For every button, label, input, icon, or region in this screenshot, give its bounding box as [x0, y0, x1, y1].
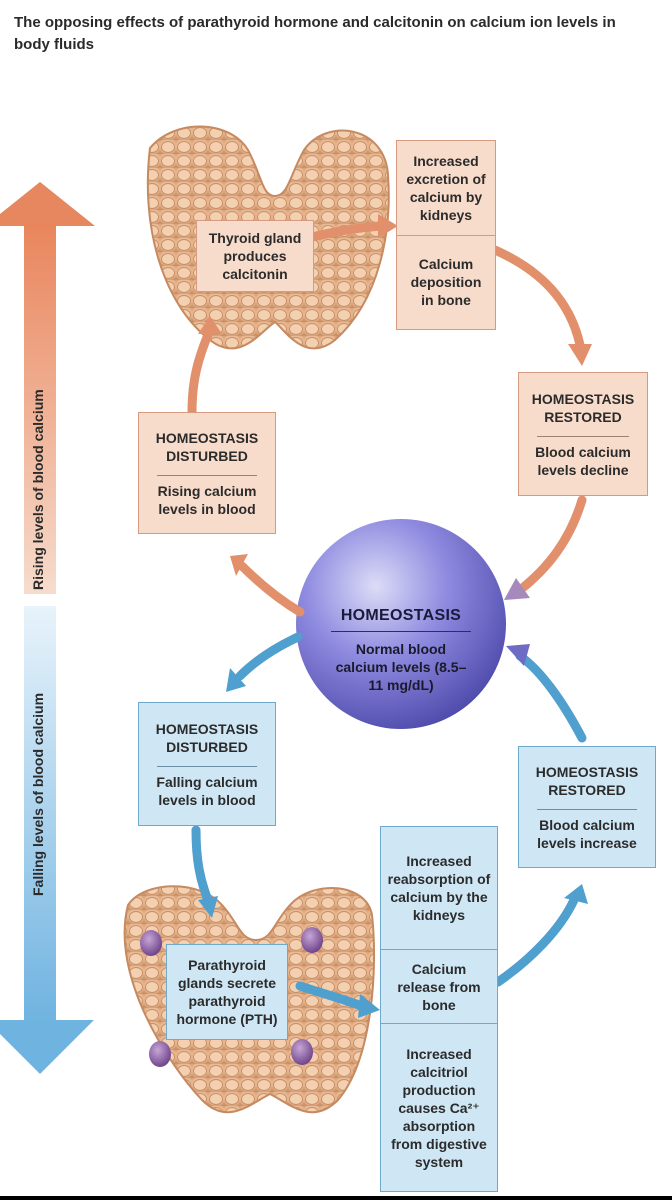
homeostasis-heading: HOMEOSTASIS: [340, 606, 462, 624]
homeostasis-sphere: [296, 519, 506, 729]
status-heading: HOMEOSTASIS RESTORED: [531, 390, 635, 425]
falling-levels-label: Falling levels of blood calcium: [30, 692, 46, 896]
homeostasis-divider: [331, 630, 471, 632]
cool-arrowheads: [198, 644, 588, 1018]
warm-arrows: [187, 221, 587, 617]
effect-kidney-excretion: Increased excretion of calcium by kidney…: [406, 152, 486, 223]
status-text: Rising calcium levels in blood: [157, 482, 257, 517]
warm-arrowheads: [198, 214, 592, 600]
status-heading: HOMEOSTASIS DISTURBED: [155, 429, 259, 464]
pth-effects-box: Increased reabsorption of calcium by the…: [380, 826, 498, 1192]
rising-arrow: [0, 182, 95, 594]
calcitonin-effects-box: Increased excretion of calcium by kidney…: [396, 140, 496, 330]
effect-bone-release: Calcium release from bone: [381, 949, 497, 1023]
homeostasis-restored-decline-box: HOMEOSTASIS RESTORED Blood calcium level…: [518, 372, 648, 496]
effect-calcitriol-absorption: Increased calcitriol production causes C…: [381, 1023, 497, 1191]
status-heading: HOMEOSTASIS DISTURBED: [155, 720, 259, 755]
effect-kidney-reabsorption: Increased reabsorption of calcium by the…: [387, 853, 491, 923]
status-heading: HOMEOSTASIS RESTORED: [535, 763, 639, 798]
status-divider: [157, 474, 257, 476]
parathyroid-gland-label: Parathyroid glands secrete parathyroid h…: [166, 944, 288, 1040]
homeostasis-text: Normal blood calcium levels (8.5–11 mg/d…: [335, 640, 467, 693]
status-text: Blood calcium levels decline: [535, 443, 631, 478]
thyroid-gland-label: Thyroid gland produces calcitonin: [196, 220, 314, 292]
status-text: Blood calcium levels increase: [537, 816, 637, 851]
status-text: Falling calcium levels in blood: [156, 773, 258, 808]
homeostasis-disturbed-rising-box: HOMEOSTASIS DISTURBED Rising calcium lev…: [138, 412, 276, 534]
status-divider: [537, 808, 637, 810]
rising-levels-label: Rising levels of blood calcium: [30, 389, 46, 590]
homeostasis-restored-increase-box: HOMEOSTASIS RESTORED Blood calcium level…: [518, 746, 656, 868]
homeostasis-disturbed-falling-box: HOMEOSTASIS DISTURBED Falling calcium le…: [138, 702, 276, 826]
cool-arrows: [191, 632, 587, 1011]
falling-arrow: [0, 606, 94, 1074]
homeostasis-center: HOMEOSTASIS Normal blood calcium levels …: [296, 545, 506, 755]
status-divider: [536, 435, 630, 437]
diagram-title: The opposing effects of parathyroid horm…: [14, 14, 616, 53]
status-divider: [157, 765, 257, 767]
effect-bone-deposition: Calcium deposition in bone: [397, 234, 495, 330]
